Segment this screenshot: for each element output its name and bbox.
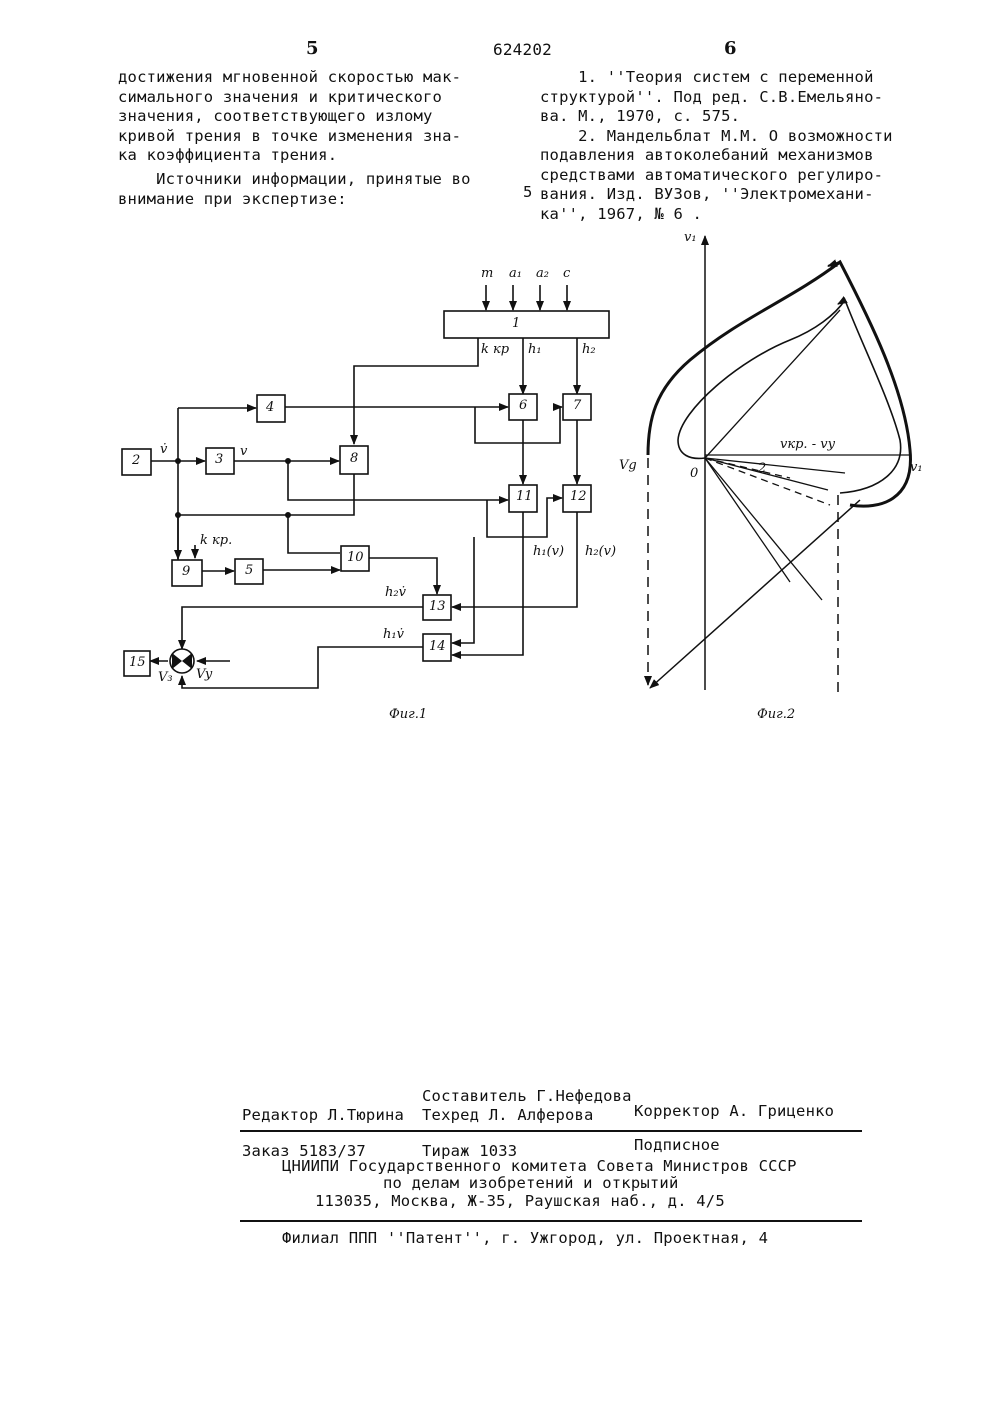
figure-2-phase-portrait: [0, 0, 1000, 740]
branch-address: Филиал ППП ''Патент'', г. Ужгород, ул. П…: [282, 1229, 768, 1249]
label-v1-right: v₁: [910, 460, 923, 475]
tech-editor: Техред Л. Алферова: [422, 1106, 594, 1126]
figure-2-caption: Фиг.2: [757, 707, 795, 722]
divider: [240, 1130, 862, 1132]
editor: Редактор Л.Тюрина: [242, 1106, 404, 1126]
organization-address: 113035, Москва, Ж-35, Раушская наб., д. …: [315, 1192, 725, 1212]
subscription: Подписное: [634, 1136, 720, 1156]
axis-label-v1: v₁: [684, 230, 697, 245]
label-mark-2: 2: [758, 461, 766, 476]
corrector: Корректор А. Гриценко: [634, 1102, 834, 1122]
divider: [240, 1220, 862, 1222]
compiler: Составитель Г.Нефедова: [422, 1087, 632, 1107]
figure-2-labels: v₁ Vg 0 v₁ vкр. - vy 2 Фиг.2: [0, 0, 8, 120]
label-origin: 0: [690, 466, 698, 481]
organization-line-2: по делам изобретений и открытий: [383, 1174, 679, 1194]
label-vg: Vg: [619, 458, 637, 473]
label-vkr-vy: vкр. - vy: [780, 437, 835, 452]
